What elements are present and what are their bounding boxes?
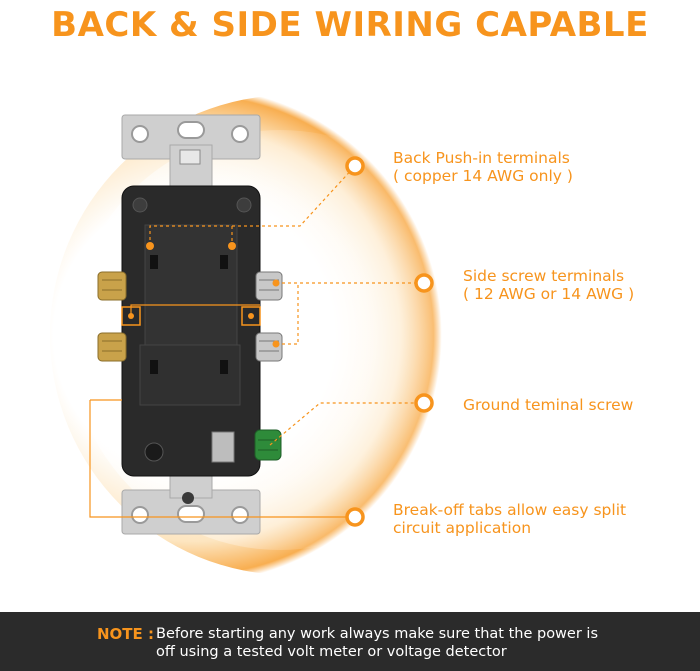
brass-screw-terminals [97, 271, 127, 362]
callout-break-off-tabs: Break-off tabs allow easy split circuit … [393, 501, 626, 537]
callout-dots [345, 156, 434, 527]
receptacle-illustration [89, 114, 434, 535]
callout-side-screw: Side screw terminals ( 12 AWG or 14 AWG … [463, 267, 634, 303]
note-line: Before starting any work always make sur… [156, 626, 598, 642]
callout-line: ( 12 AWG or 14 AWG ) [463, 285, 635, 303]
note-bar: NOTE : Before starting any work always m… [0, 612, 700, 671]
callout-back-push-in: Back Push-in terminals ( copper 14 AWG o… [393, 149, 573, 185]
callout-line: Back Push-in terminals [393, 149, 570, 167]
callout-line: Side screw terminals [463, 267, 625, 285]
callout-line: Ground teminal screw [463, 396, 634, 414]
note-line: off using a tested volt meter or voltage… [156, 644, 507, 660]
note-label: NOTE : [97, 625, 155, 643]
ground-screw [254, 429, 282, 461]
callout-line: ( copper 14 AWG only ) [393, 167, 573, 185]
leader-lines [89, 165, 424, 518]
callout-line: Break-off tabs allow easy split [393, 501, 627, 519]
note-text: Before starting any work always make sur… [156, 625, 626, 661]
receptacle-body [121, 185, 261, 477]
callout-ground-screw: Ground teminal screw [463, 396, 633, 414]
page-title: BACK & SIDE WIRING CAPABLE [51, 5, 649, 45]
callout-line: circuit application [393, 519, 532, 537]
silver-screw-terminals [255, 271, 283, 362]
